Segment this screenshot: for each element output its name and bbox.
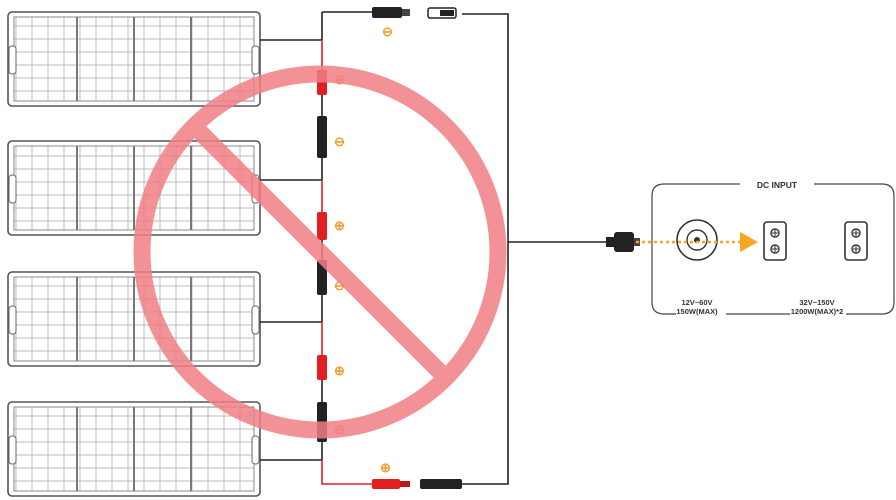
mc4-negative-connector-icon xyxy=(420,479,462,489)
right-ports-voltage: 32V~150V xyxy=(799,298,834,307)
solar-panel-4 xyxy=(7,401,261,497)
dc-input-panel: DC INPUT 12V~60V 150W(MAX) 32V~150V xyxy=(636,180,895,316)
left-port-voltage: 12V~60V xyxy=(681,298,712,307)
arrow-right-icon xyxy=(636,232,758,252)
left-port-power: 150W(MAX) xyxy=(676,307,718,316)
dc-input-title: DC INPUT xyxy=(757,180,798,190)
mc4-positive-connector-icon xyxy=(372,479,410,489)
mc4-positive-connector-icon xyxy=(317,355,327,380)
mc4-positive-connector-icon xyxy=(317,212,327,240)
mc4-negative-connector-icon xyxy=(317,260,327,295)
mc4-negative-connector-icon xyxy=(317,116,327,158)
negative-mark: ⊖ xyxy=(334,278,345,293)
solar-panel-3 xyxy=(7,271,261,367)
mc4-negative-connector-icon xyxy=(372,7,457,19)
solar-panel-1 xyxy=(7,11,261,107)
positive-mark: ⊕ xyxy=(334,218,345,233)
dc-plug-icon xyxy=(606,232,640,252)
anderson-port-icon[interactable] xyxy=(763,221,787,261)
round-dc-port-icon[interactable] xyxy=(676,219,718,261)
negative-mark: ⊖ xyxy=(334,134,345,149)
negative-mark: ⊖ xyxy=(382,24,393,39)
right-ports-power: 1200W(MAX)*2 xyxy=(791,307,844,316)
positive-mark: ⊕ xyxy=(334,363,345,378)
prohibition-icon xyxy=(133,65,507,439)
anderson-port-icon[interactable] xyxy=(844,221,868,261)
positive-mark: ⊕ xyxy=(380,460,391,475)
